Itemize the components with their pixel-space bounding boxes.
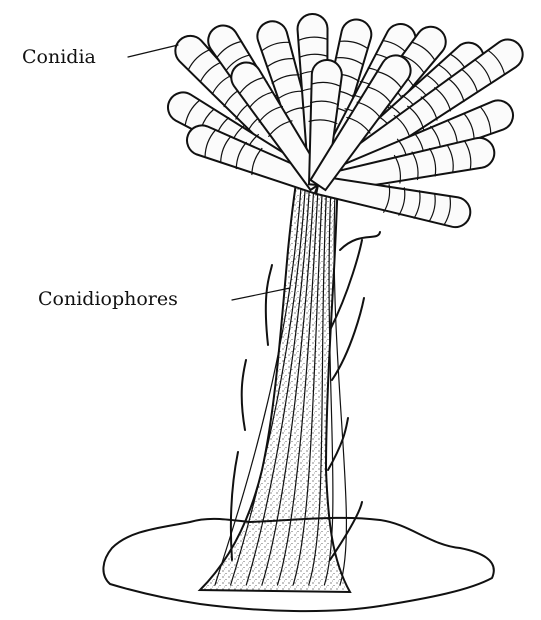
- leader-line-conidia: [128, 45, 178, 57]
- label-conidia-group: Conidia: [22, 45, 178, 68]
- label-conidiophores-group: Conidiophores: [38, 288, 290, 310]
- stalk: [200, 160, 350, 592]
- conidia-head: [163, 13, 529, 229]
- conidiophore-branch: [328, 418, 348, 470]
- conidiophore-branch: [266, 265, 272, 345]
- leader-line-conidiophores: [232, 288, 290, 300]
- label-conidiophores: Conidiophores: [38, 288, 178, 310]
- conidiophore-branch: [242, 360, 246, 430]
- label-conidia: Conidia: [22, 46, 96, 68]
